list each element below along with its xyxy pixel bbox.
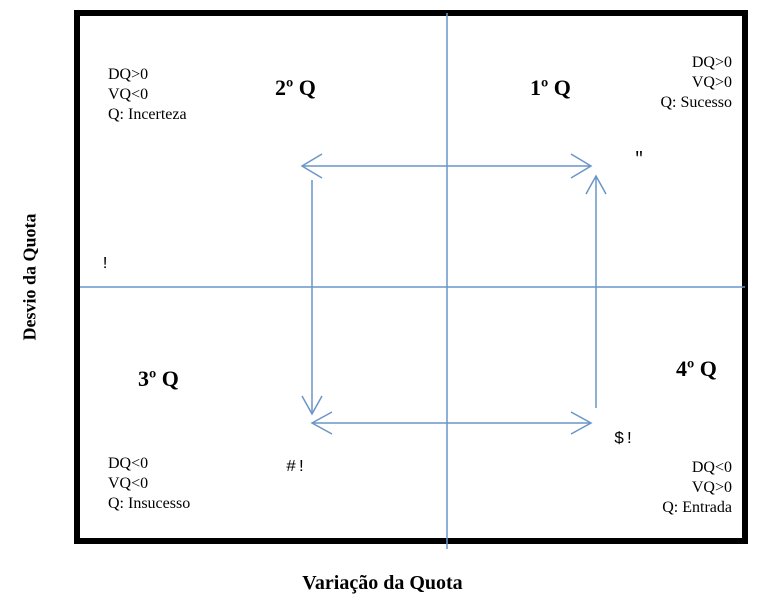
quadrant-4-line-q: Q: Entrada: [662, 499, 732, 516]
quadrant-1-conditions: DQ>0 VQ>0 Q: Sucesso: [660, 53, 732, 113]
quadrant-4-title: 4º Q: [676, 356, 717, 381]
quadrant-4-line-vq: VQ>0: [691, 479, 732, 496]
bottom-double-arrow: [310, 411, 593, 435]
y-axis-label: Desvio da Quota: [19, 213, 40, 341]
diagram-frame: [74, 10, 748, 544]
quadrant-3-conditions: DQ<0 VQ<0 Q: Insucesso: [108, 454, 190, 514]
quadrant-3-line-vq: VQ<0: [108, 475, 149, 492]
quadrant-3-title: 3º Q: [138, 366, 179, 391]
quadrant-2-title: 2º Q: [275, 75, 316, 100]
mark-hash-exclamation: #!: [286, 458, 307, 477]
x-axis-label: Variação da Quota: [302, 572, 463, 594]
quadrant-1-line-dq: DQ>0: [691, 54, 732, 71]
quadrant-4-conditions: DQ<0 VQ>0 Q: Entrada: [662, 458, 732, 518]
quadrant-4-line-dq: DQ<0: [691, 459, 732, 476]
quadrant-2-conditions: DQ>0 VQ<0 Q: Incerteza: [108, 65, 187, 125]
quadrant-1-title: 1º Q: [530, 75, 571, 100]
left-down-arrow: [301, 180, 323, 416]
quadrant-3-line-dq: DQ<0: [108, 455, 149, 472]
right-up-arrow: [585, 174, 607, 408]
mark-exclamation: !: [100, 255, 111, 274]
quadrant-2-line-q: Q: Incerteza: [108, 106, 187, 123]
mark-dollar-exclamation: $!: [614, 430, 635, 449]
quadrant-3-line-q: Q: Insucesso: [108, 495, 191, 512]
quadrant-1-line-q: Q: Sucesso: [660, 94, 732, 111]
top-double-arrow: [300, 153, 593, 179]
mark-quote: ": [634, 150, 645, 169]
quadrant-2-line-vq: VQ<0: [108, 86, 149, 103]
quadrant-1-line-vq: VQ>0: [691, 74, 732, 91]
quadrant-2-line-dq: DQ>0: [108, 66, 149, 83]
